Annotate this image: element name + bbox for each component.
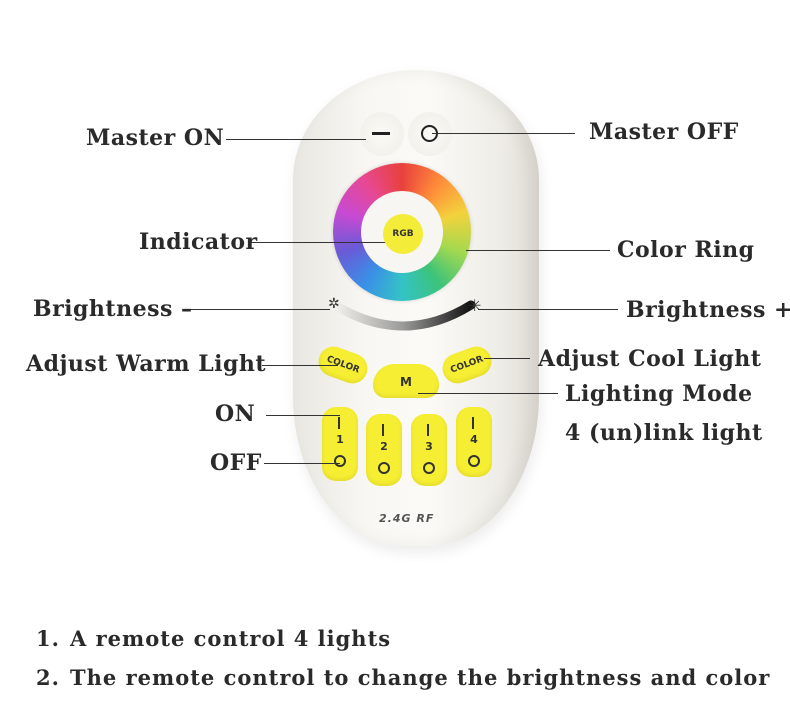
note-2: 2. The remote control to change the brigh… [36,665,770,690]
master-off-button[interactable] [408,112,452,156]
label-master-off: Master OFF [589,119,739,145]
off-mark [423,462,435,474]
off-mark [378,462,390,474]
off-mark [334,455,346,467]
group-number: 4 [470,433,478,446]
callout-line-off [264,463,340,464]
group-4-button[interactable]: 4 [456,407,492,477]
note-number: 2. [36,665,60,690]
note-text: The remote control to change the brightn… [70,665,771,690]
master-on-button[interactable] [360,112,404,156]
callout-line-adjust-cool [484,358,530,359]
callout-line-master-on [226,139,366,140]
on-mark [382,424,384,436]
label-color-ring: Color Ring [617,237,755,263]
callout-line-brightness-plus [478,309,618,310]
label-adjust-warm: Adjust Warm Light [26,351,267,377]
callout-line-on [266,415,340,416]
on-mark [338,417,340,429]
label-lighting-mode: Lighting Mode [565,381,753,407]
callout-line-color-ring [466,250,610,251]
label-brightness-minus: Brightness – [33,296,193,322]
callout-line-brightness-minus [190,309,330,310]
rf-label: 2.4G RF [379,512,435,525]
on-mark [472,417,474,429]
label-link-light: 4 (un)link light [565,420,763,446]
brightness-up-icon[interactable]: ✳ [468,296,482,315]
note-1: 1. A remote control 4 lights [36,626,391,651]
group-1-button[interactable]: 1 [322,407,358,481]
group-number: 3 [425,440,433,453]
label-off: OFF [210,450,262,476]
callout-line-indicator [250,242,392,243]
callout-line-master-off [432,133,575,134]
group-number: 1 [336,433,344,446]
callout-line-lighting-mode [418,393,558,394]
callout-line-adjust-warm [262,365,338,366]
off-mark [468,455,480,467]
label-master-on: Master ON [86,125,225,151]
brightness-down-icon[interactable]: ✲ [328,296,340,312]
note-text: A remote control 4 lights [70,626,392,651]
brightness-slider-arc[interactable] [323,275,483,341]
note-number: 1. [36,626,60,651]
label-brightness-plus: Brightness + [626,297,790,323]
group-3-button[interactable]: 3 [411,414,447,486]
on-mark [427,424,429,436]
rgb-indicator: RGB [383,214,423,254]
mode-button[interactable]: M [373,364,439,398]
label-adjust-cool: Adjust Cool Light [538,346,762,372]
label-indicator: Indicator [139,229,258,255]
group-2-button[interactable]: 2 [366,414,402,486]
label-on: ON [215,401,256,427]
group-number: 2 [380,440,388,453]
